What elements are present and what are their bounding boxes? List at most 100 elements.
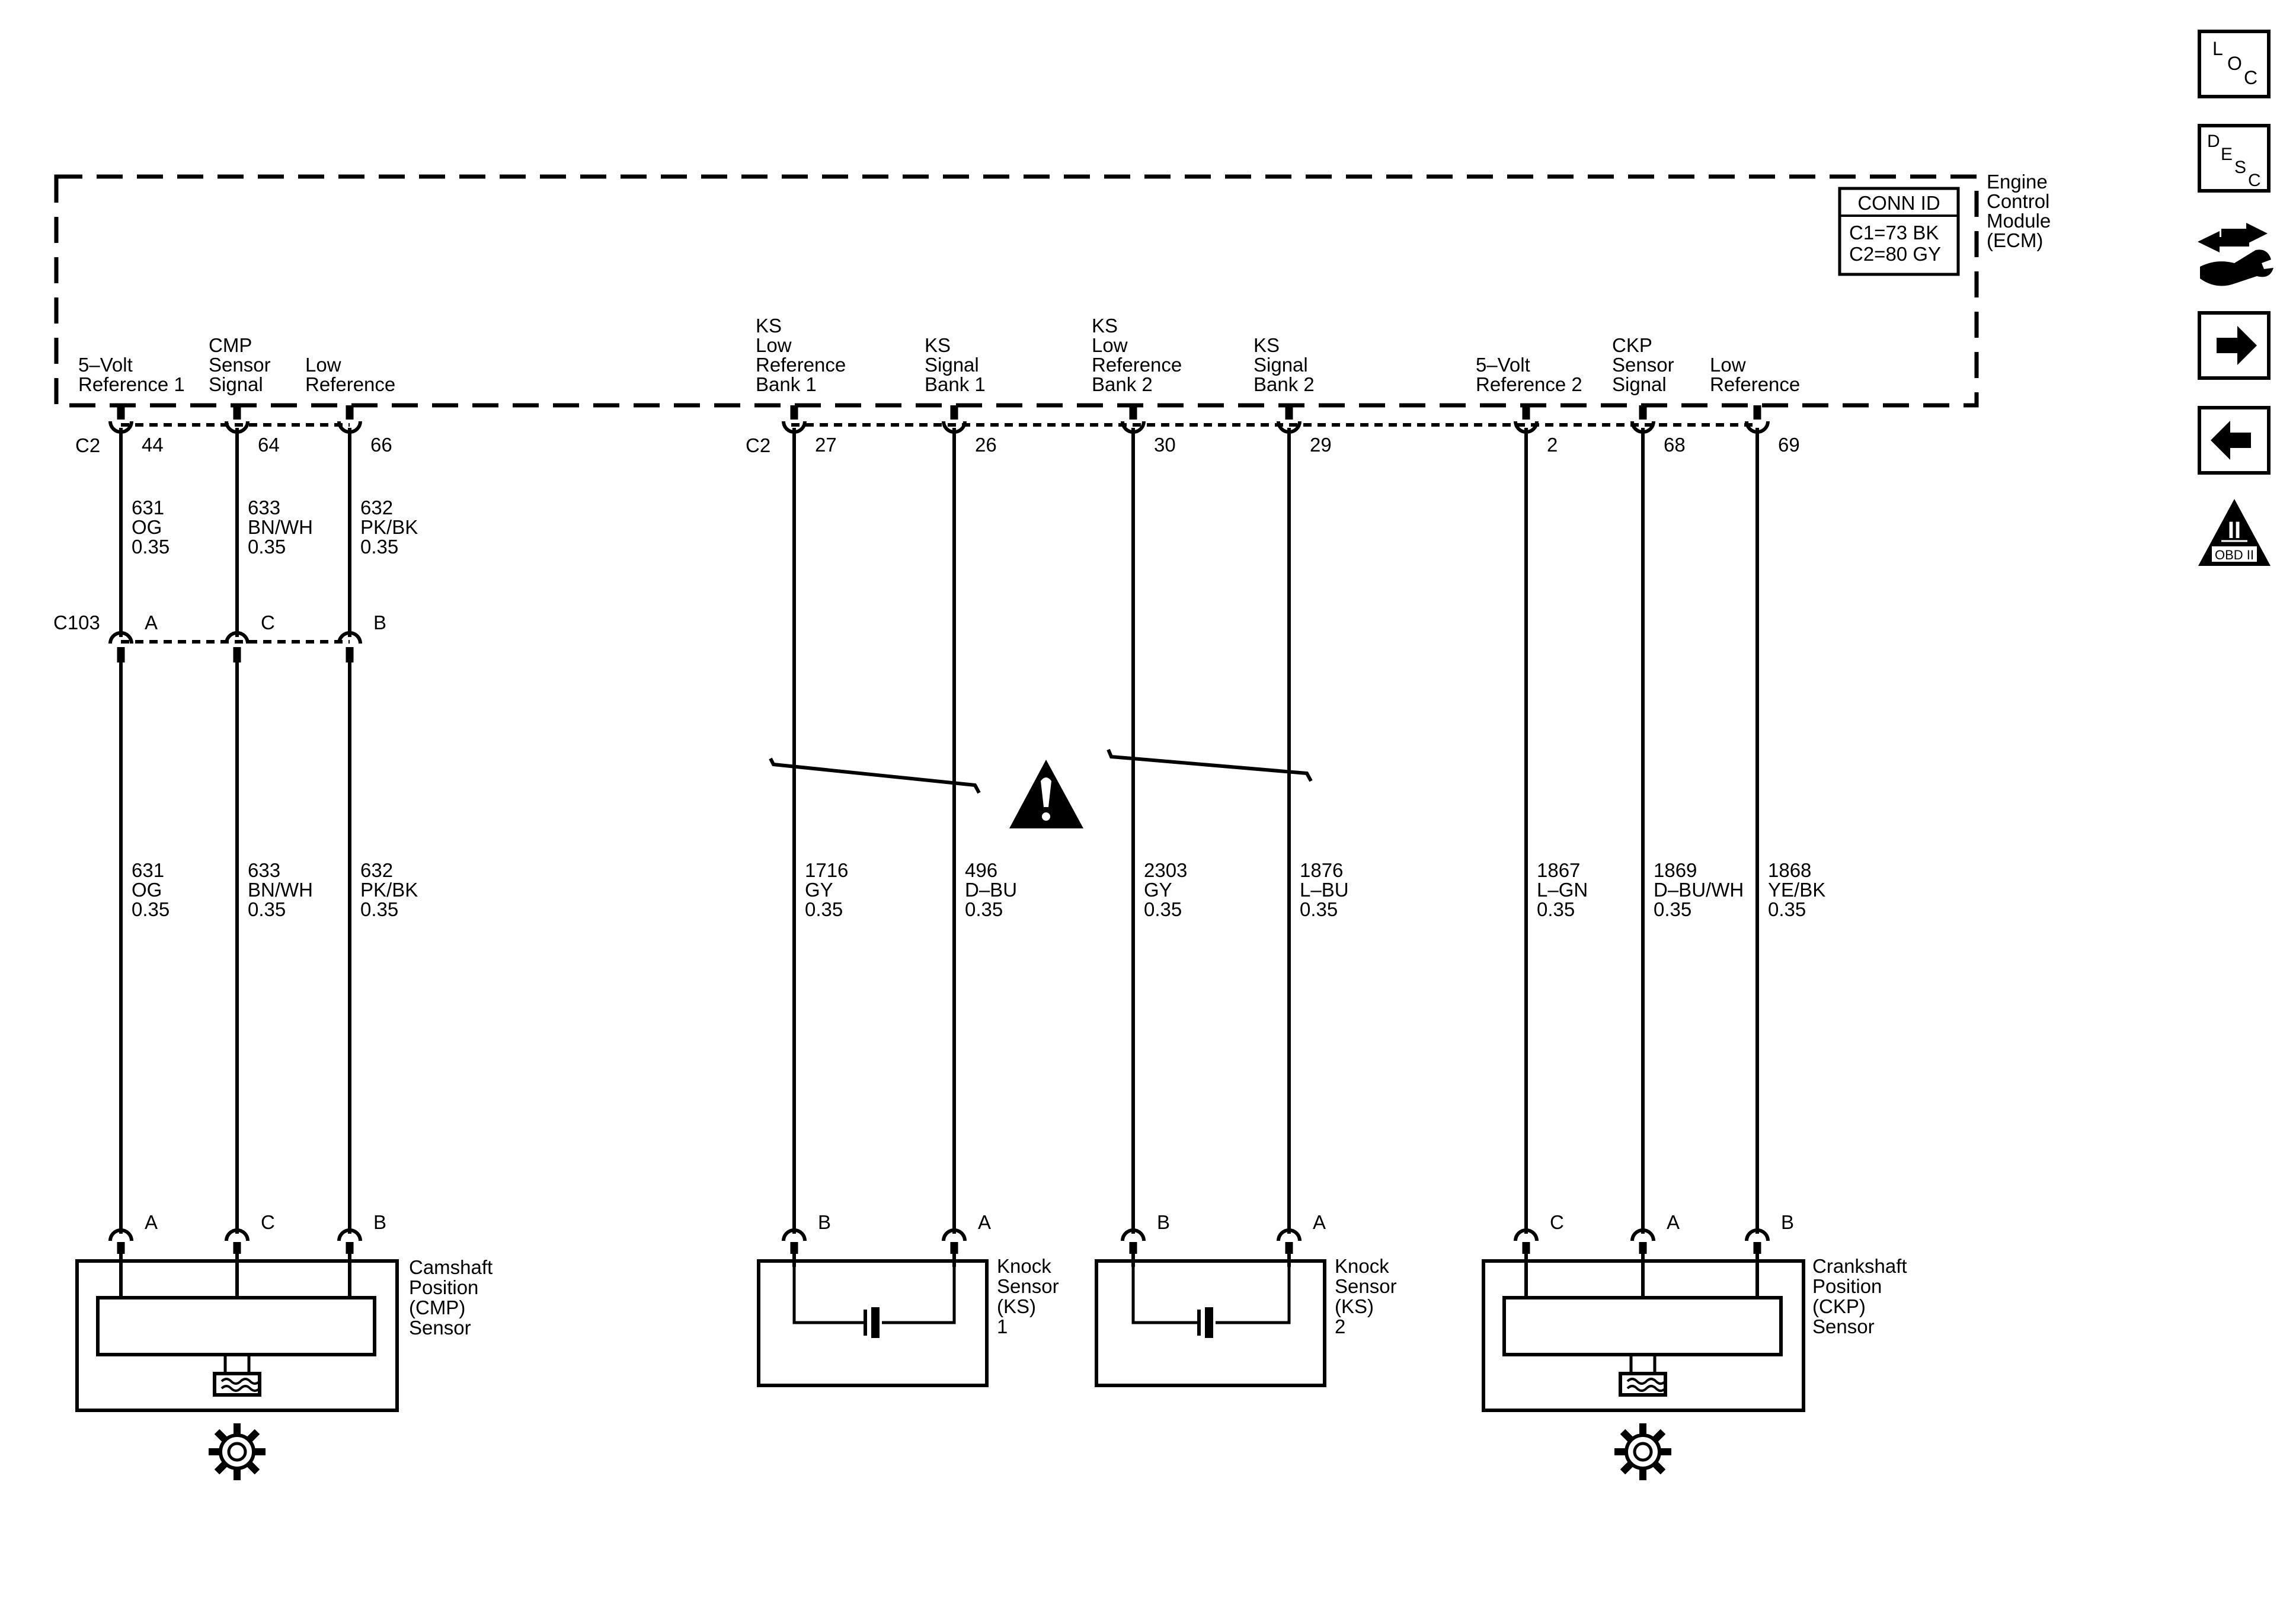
c103-pin-letter: C bbox=[261, 612, 275, 633]
loc-icon[interactable]: L O C bbox=[2198, 30, 2271, 98]
piezo-element-icon bbox=[1197, 1307, 1213, 1338]
gear-icon bbox=[1614, 1423, 1671, 1480]
conn-id-box: CONN ID C1=73 BK C2=80 GY bbox=[1838, 187, 1960, 276]
svg-text:Camshaft: Camshaft bbox=[409, 1256, 493, 1278]
ecm-pin-label-line: Low bbox=[756, 334, 792, 356]
caution-icon bbox=[1009, 760, 1083, 828]
svg-text:Module: Module bbox=[1987, 210, 2051, 232]
svg-text:S: S bbox=[2234, 158, 2246, 177]
knock-sensor-1 bbox=[757, 1259, 989, 1387]
wire-color: OG bbox=[132, 879, 162, 901]
c103-label: C103 bbox=[53, 612, 100, 633]
sensor-terminal bbox=[1514, 1228, 1539, 1254]
arrow-left-icon[interactable] bbox=[2198, 406, 2271, 475]
c103-terminal bbox=[225, 631, 250, 662]
sensor-terminal bbox=[1277, 1228, 1302, 1254]
sensor-terminal bbox=[1121, 1228, 1146, 1254]
ecm-pin-number: 26 bbox=[975, 434, 997, 456]
sensor-terminal bbox=[1630, 1228, 1655, 1254]
ecm-pin-number: 44 bbox=[142, 434, 164, 456]
wire-size: 0.35 bbox=[1654, 898, 1691, 920]
conn-id-c1: C1=73 BK bbox=[1849, 222, 1939, 244]
wire-size: 0.35 bbox=[1537, 898, 1575, 920]
wire-circuit-number: 633 bbox=[248, 859, 280, 881]
wire-size: 0.35 bbox=[805, 898, 843, 920]
conn-id-c2: C2=80 GY bbox=[1849, 243, 1941, 265]
desc-icon[interactable]: D E S C bbox=[2198, 124, 2271, 193]
arrow-right-icon[interactable] bbox=[2198, 311, 2271, 380]
sensor-pin-letter: C bbox=[261, 1211, 275, 1233]
obd-ii-icon[interactable]: II OBD II bbox=[2198, 499, 2271, 566]
ecm-pin-label-line: 5–Volt bbox=[1476, 354, 1530, 376]
wire-color: YE/BK bbox=[1768, 879, 1825, 901]
svg-text:Engine: Engine bbox=[1987, 171, 2048, 193]
ecm-pin-number: 29 bbox=[1310, 434, 1332, 456]
ecm-pin-label-line: Signal bbox=[925, 354, 979, 376]
wire-circuit-number: 631 bbox=[132, 859, 164, 881]
ecm-pin-number: 27 bbox=[815, 434, 837, 456]
wire-size: 0.35 bbox=[965, 898, 1003, 920]
wire-circuit-number: 1876 bbox=[1300, 859, 1343, 881]
wire-color: OG bbox=[132, 516, 162, 538]
svg-text:Position: Position bbox=[409, 1276, 478, 1298]
svg-text:D: D bbox=[2207, 132, 2220, 151]
ecm-pin-label-line: Reference bbox=[1092, 354, 1182, 376]
svg-text:Knock: Knock bbox=[1335, 1255, 1389, 1277]
wire-color: GY bbox=[1144, 879, 1172, 901]
c103-pin-letter: B bbox=[373, 612, 386, 633]
knock-sensor-2 bbox=[1095, 1259, 1326, 1387]
svg-text:(CMP): (CMP) bbox=[409, 1297, 465, 1318]
ecm-pin-label-line: KS bbox=[1253, 334, 1280, 356]
wire-size: 0.35 bbox=[248, 898, 286, 920]
ecm-pin-label-line: Bank 1 bbox=[925, 373, 986, 395]
ecm-pin-label-line: 5–Volt bbox=[78, 354, 133, 376]
sensor-pin-letter: A bbox=[1313, 1211, 1326, 1233]
cmp-sensor bbox=[75, 1259, 399, 1480]
ecm-pin-label-line: Reference 1 bbox=[78, 373, 185, 395]
svg-text:L: L bbox=[2212, 38, 2223, 59]
ecm-pin-label-line: Reference bbox=[305, 373, 395, 395]
svg-text:II: II bbox=[2228, 517, 2241, 543]
ecm-pin-label-line: KS bbox=[925, 334, 951, 356]
ecm-name: Engine Control Module (ECM) bbox=[1987, 171, 2051, 251]
knock-sensor-1-name: Knock Sensor (KS) 1 bbox=[997, 1255, 1059, 1337]
sensor-pin-letter: A bbox=[1667, 1211, 1680, 1233]
wire-size: 0.35 bbox=[360, 536, 398, 558]
wire-color: BN/WH bbox=[248, 516, 313, 538]
sensor-pin-letter: A bbox=[145, 1211, 158, 1233]
wire-size: 0.35 bbox=[360, 898, 398, 920]
wire-size: 0.35 bbox=[132, 536, 170, 558]
wrench-arrows-icon[interactable] bbox=[2198, 223, 2273, 286]
twisted-pair-markers bbox=[769, 748, 1313, 794]
ecm-pin-label-line: KS bbox=[1092, 315, 1118, 337]
wire-circuit-number: 632 bbox=[360, 497, 393, 518]
ecm-pin-label-line: CKP bbox=[1612, 334, 1652, 356]
ecm-pin-label-line: Low bbox=[1710, 354, 1746, 376]
svg-text:Knock: Knock bbox=[997, 1255, 1051, 1277]
c103-terminal bbox=[337, 631, 362, 662]
wire-color: PK/BK bbox=[360, 516, 418, 538]
ecm-pin-label-line: Bank 1 bbox=[756, 373, 817, 395]
ecm-pin-label-line: Signal bbox=[1253, 354, 1308, 376]
ecm-pin-label-line: Reference bbox=[1710, 373, 1800, 395]
knock-sensor-2-name: Knock Sensor (KS) 2 bbox=[1335, 1255, 1397, 1337]
wire-size: 0.35 bbox=[248, 536, 286, 558]
sensor-pin-letter: C bbox=[1550, 1211, 1564, 1233]
ecm-pin-number: 69 bbox=[1778, 434, 1800, 456]
wire-circuit-number: 1868 bbox=[1768, 859, 1811, 881]
c2-label-left: C2 bbox=[75, 434, 100, 456]
svg-text:Control: Control bbox=[1987, 190, 2049, 212]
wire-circuit-number: 631 bbox=[132, 497, 164, 518]
sensor-pin-letter: B bbox=[373, 1211, 386, 1233]
ecm-pin-label-line: Sensor bbox=[209, 354, 271, 376]
wire-color: GY bbox=[805, 879, 833, 901]
svg-text:1: 1 bbox=[997, 1315, 1008, 1337]
